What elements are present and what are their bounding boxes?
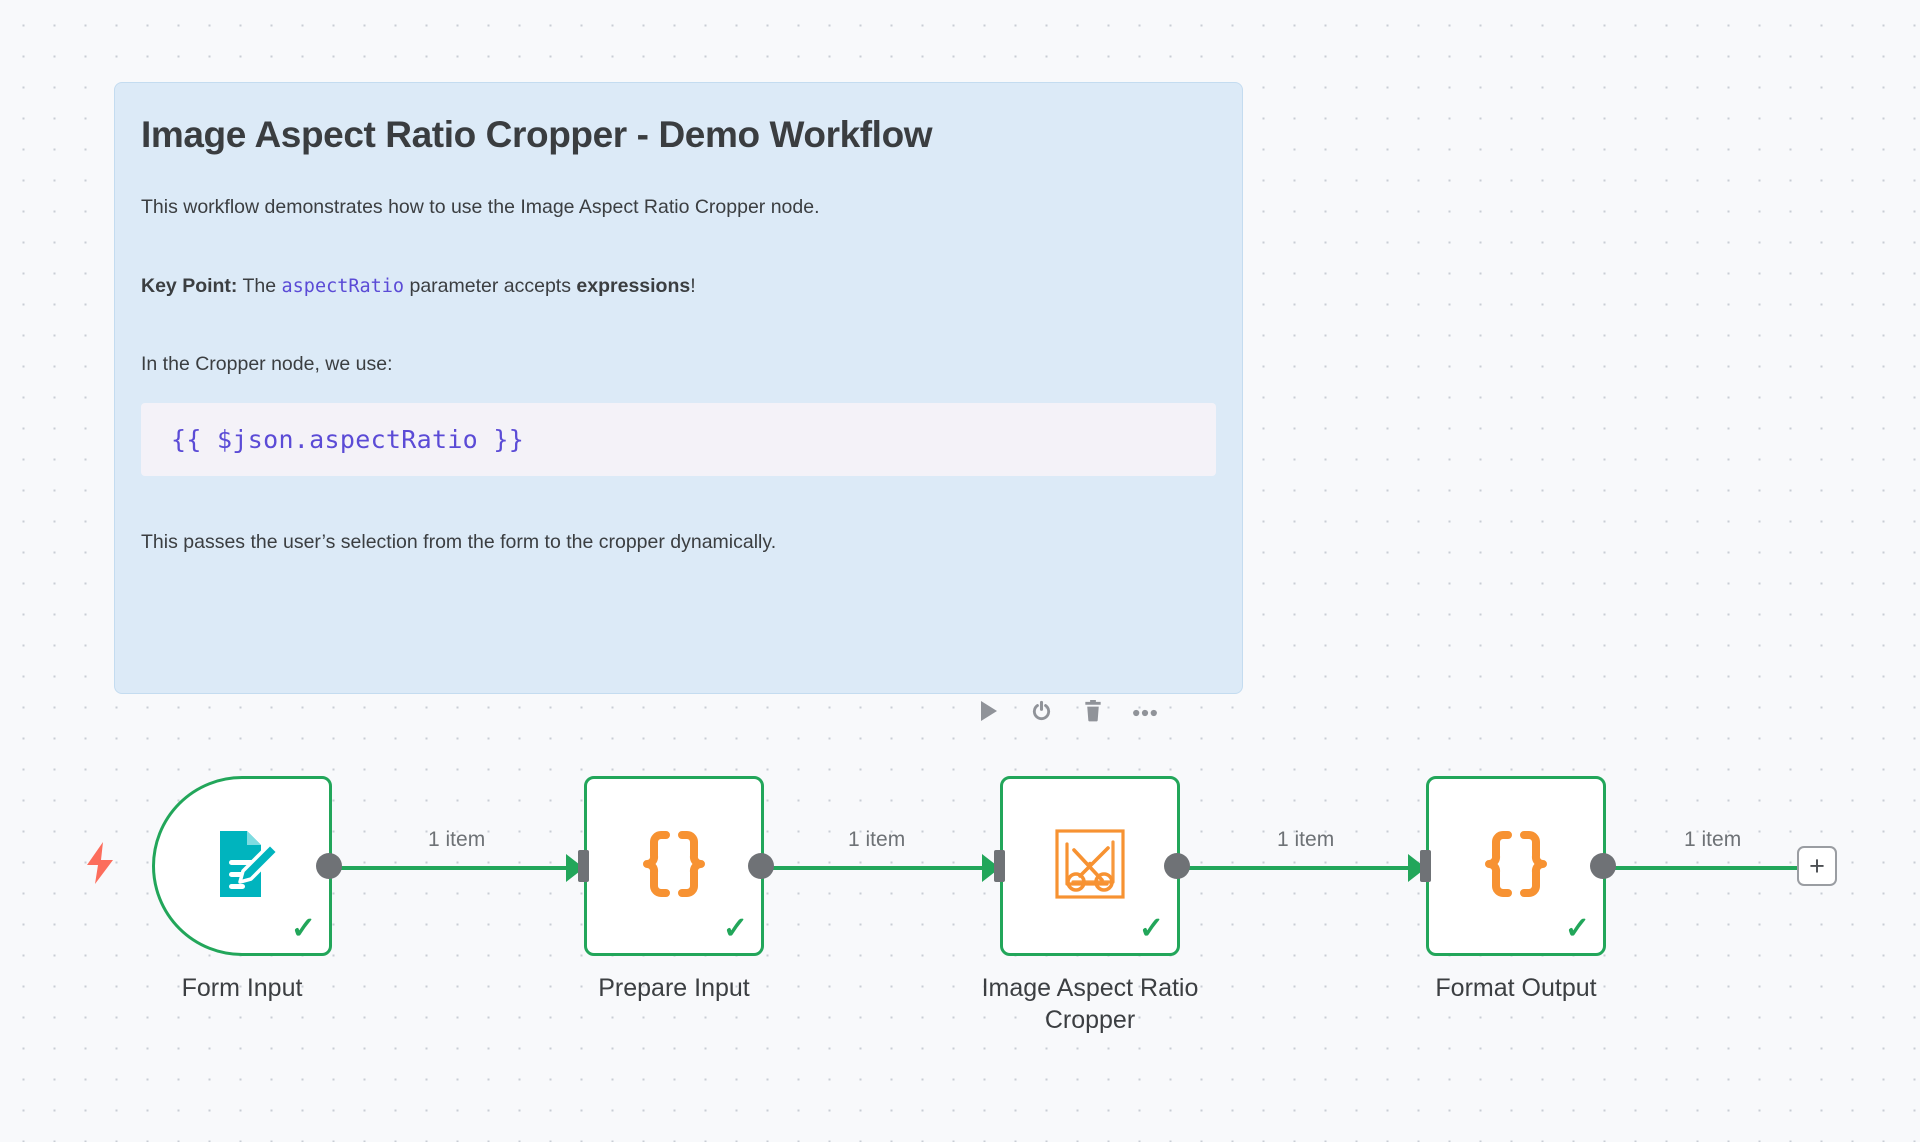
key-point-label: Key Point: xyxy=(141,274,238,297)
connection-label-1: 1 item xyxy=(428,828,486,851)
connection-line-3[interactable] xyxy=(1116,866,1426,870)
trigger-bolt-icon xyxy=(80,840,120,886)
connection-line-1[interactable] xyxy=(272,866,584,870)
form-pencil-icon xyxy=(200,822,284,911)
node-status-success-icon: ✓ xyxy=(722,912,748,945)
node-image-aspect-ratio-cropper-box[interactable]: ✓ xyxy=(994,776,1190,956)
output-endpoint-prepare-input[interactable] xyxy=(748,853,774,879)
connection-line-4[interactable] xyxy=(1542,866,1800,870)
sticky-note-paragraph-4: This passes the user’s selection from th… xyxy=(141,530,777,553)
node-image-aspect-ratio-cropper[interactable]: ✓ Image Aspect Ratio Cropper xyxy=(982,758,1240,1036)
node-status-success-icon: ✓ xyxy=(290,912,316,945)
play-icon xyxy=(979,700,999,727)
connection-label-3: 1 item xyxy=(1277,828,1335,851)
node-format-output-label: Format Output xyxy=(1435,974,1597,1002)
connection-label-4: 1 item xyxy=(1684,828,1742,851)
key-point-inline-code: aspectRatio xyxy=(281,275,405,297)
code-block-text: {{ $json.aspectRatio }} xyxy=(171,424,525,454)
key-point-text-c: ! xyxy=(690,274,696,297)
sticky-note-title: Image Aspect Ratio Cropper - Demo Workfl… xyxy=(141,114,933,155)
node-status-success-icon: ✓ xyxy=(1138,912,1164,945)
power-icon xyxy=(1030,699,1053,727)
node-form-input[interactable]: ✓ Form Input xyxy=(152,776,392,1004)
node-prepare-input-label: Prepare Input xyxy=(598,974,750,1002)
node-form-input-box[interactable]: ✓ xyxy=(152,776,342,956)
execute-node-button[interactable] xyxy=(976,700,1002,726)
connection-label-2: 1 item xyxy=(848,828,906,851)
curly-braces-icon xyxy=(1473,821,1559,912)
input-endpoint-format-output[interactable] xyxy=(1420,850,1431,882)
output-endpoint-cropper[interactable] xyxy=(1164,853,1190,879)
more-options-button[interactable] xyxy=(1132,700,1158,726)
node-status-success-icon: ✓ xyxy=(1564,912,1590,945)
curly-braces-icon xyxy=(631,821,717,912)
code-block: {{ $json.aspectRatio }} xyxy=(141,402,1216,476)
output-endpoint-form-input[interactable] xyxy=(316,853,342,879)
key-point-bold: expressions xyxy=(576,274,691,297)
sticky-note-paragraph-3: In the Cropper node, we use: xyxy=(141,353,393,376)
delete-node-button[interactable] xyxy=(1080,699,1106,727)
node-prepare-input[interactable]: ✓ Prepare Input xyxy=(578,776,824,1004)
node-format-output[interactable]: ✓ Format Output xyxy=(1420,776,1666,1004)
connection-line-2[interactable] xyxy=(700,866,1000,870)
deactivate-node-button[interactable] xyxy=(1028,700,1054,726)
node-form-input-label: Form Input xyxy=(181,974,303,1002)
node-label-line-2: Cropper xyxy=(1044,1006,1136,1034)
node-format-output-box[interactable]: ✓ xyxy=(1420,776,1616,956)
node-image-aspect-ratio-cropper-label: Image Aspect Ratio Cropper xyxy=(940,972,1240,1036)
sticky-note-paragraph-1: This workflow demonstrates how to use th… xyxy=(141,196,820,219)
node-prepare-input-box[interactable]: ✓ xyxy=(578,776,774,956)
scissors-crop-icon xyxy=(1050,824,1130,909)
input-endpoint-prepare-input[interactable] xyxy=(578,850,589,882)
node-toolbar[interactable] xyxy=(976,699,1158,727)
key-point-text-a: The xyxy=(237,274,282,297)
input-endpoint-cropper[interactable] xyxy=(994,850,1005,882)
sticky-note[interactable]: Image Aspect Ratio Cropper - Demo Workfl… xyxy=(114,82,1243,694)
node-label-line-1: Image Aspect Ratio xyxy=(981,974,1199,1002)
trash-icon xyxy=(1083,699,1103,727)
output-endpoint-format-output[interactable] xyxy=(1590,853,1616,879)
key-point-text-b: parameter accepts xyxy=(404,274,577,297)
ellipsis-icon xyxy=(1133,704,1157,722)
sticky-note-key-point: Key Point: The aspectRatio parameter acc… xyxy=(141,272,1216,301)
add-node-button[interactable]: + xyxy=(1797,846,1837,886)
